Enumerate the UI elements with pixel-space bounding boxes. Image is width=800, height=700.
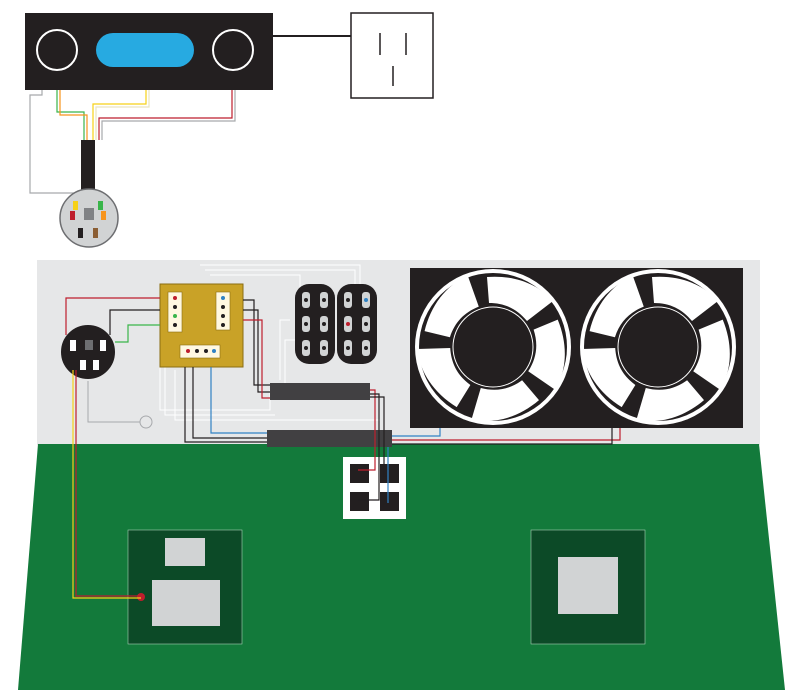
chip-center-pad (558, 557, 618, 614)
pin-white (100, 340, 106, 351)
fan-blades (582, 275, 730, 422)
fan-hub (617, 306, 699, 388)
round-connector-panel (59, 323, 117, 381)
psu-wire-bundle (29, 90, 236, 194)
cable-sheath (81, 140, 95, 198)
power-supply (25, 13, 273, 90)
terminal-block-icon (337, 284, 377, 364)
pin-orange (101, 211, 106, 220)
pin-white (80, 360, 86, 370)
pin-center (85, 340, 93, 350)
relay-pad-4 (380, 492, 399, 511)
fan-blades (417, 275, 565, 422)
pin-brown (93, 228, 98, 238)
left-knob-icon (36, 29, 78, 71)
pin-center (84, 208, 94, 220)
header-board (159, 283, 244, 368)
relay-pad-3 (350, 492, 369, 511)
right-knob-icon (212, 29, 254, 71)
chip-large-pad (152, 580, 220, 626)
pin-green (98, 201, 103, 210)
header-connector-b (215, 291, 231, 331)
wall-outlet-icon (350, 12, 434, 99)
panel-wiring-colored (65, 297, 621, 599)
pin-yellow (73, 201, 78, 210)
terminal-block-left (295, 284, 335, 364)
pin-white (93, 360, 99, 370)
terminal-block-right (337, 284, 377, 364)
bus-bar-lower (267, 430, 392, 447)
pin-red (70, 211, 75, 220)
terminal-block-icon (295, 284, 335, 364)
wire-terminal-dot (137, 593, 145, 601)
power-switch-icon (96, 33, 194, 67)
chip-small-pad (165, 538, 205, 566)
chip-right (530, 529, 646, 645)
pin-black (78, 228, 83, 238)
pin-white (70, 340, 76, 351)
fan-assembly (410, 268, 743, 428)
round-connector-top (59, 188, 119, 248)
bus-bar-upper (270, 383, 370, 400)
fan-right (580, 269, 736, 425)
fan-left (415, 269, 571, 425)
round-connector-icon (59, 323, 117, 381)
panel-wiring-gray (87, 380, 153, 429)
relay-pad-2 (380, 464, 399, 483)
header-connector-c (179, 344, 221, 359)
header-connector-a (167, 291, 183, 333)
fan-hub (452, 306, 534, 388)
chip-left (127, 529, 243, 645)
relay-pad-1 (350, 464, 369, 483)
wall-outlet (350, 12, 434, 99)
